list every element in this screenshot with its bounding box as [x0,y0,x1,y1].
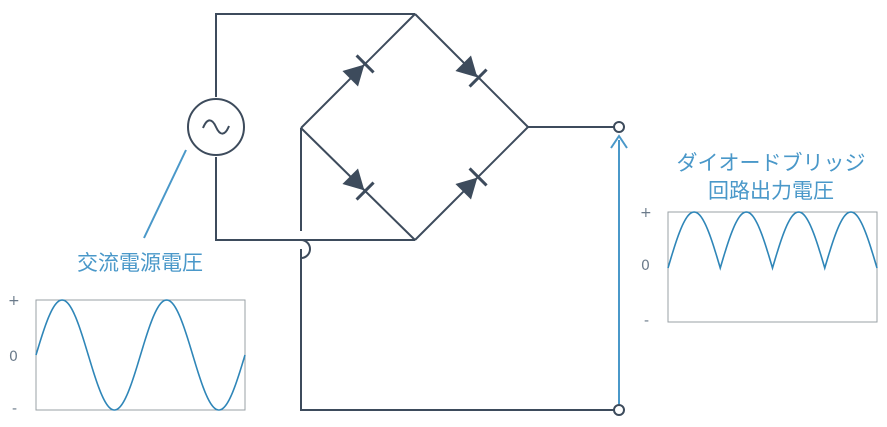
ac-source-icon [187,98,245,156]
source-bottom-wire [215,157,415,259]
output-voltage-arrow [610,134,628,404]
ac-graph-plus-label: + [8,293,20,309]
ac-label-leader-line [143,149,187,239]
output-graph-zero-label: 0 [641,258,650,274]
diode-upper-right [455,55,488,88]
ac-source-voltage-label: 交流電源電圧 [77,251,203,275]
bridge-output-label-line2: 回路出力電圧 [708,179,834,203]
output-graph-plus-label: + [640,205,652,221]
ac-sine-wave [35,299,246,411]
diode-upper-left [342,54,375,87]
top-wire [215,13,415,97]
circuit-wiring [215,13,619,411]
output-voltage-graph: + 0 - [640,205,878,329]
output-graph-minus-label: - [644,313,649,329]
output-terminal-negative [613,404,625,416]
output-rectified-wave [667,211,878,271]
diode-lower-left [342,168,375,201]
ac-graph-minus-label: - [12,401,17,417]
bridge-output-label-line1: ダイオードブリッジ [677,151,866,175]
ac-graph-zero-label: 0 [9,349,18,365]
ac-voltage-graph: + 0 - [8,293,246,417]
diode-lower-right [455,167,488,200]
output-terminal-positive [613,121,625,133]
negative-return-wire [300,128,619,411]
